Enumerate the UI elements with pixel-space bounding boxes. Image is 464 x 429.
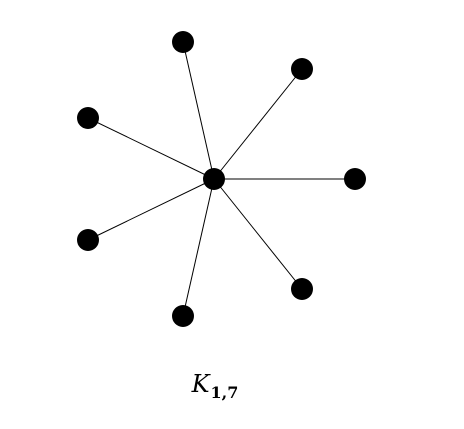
node-leaf-2 xyxy=(291,58,313,80)
edge-center-leaf-1 xyxy=(182,41,215,180)
graph-caption: K1,7 xyxy=(0,370,430,402)
edge-center-leaf-4 xyxy=(213,178,303,290)
node-leaf-7 xyxy=(77,107,99,129)
node-leaf-5 xyxy=(172,305,194,327)
node-leaf-4 xyxy=(291,278,313,300)
nodes-layer xyxy=(77,31,366,327)
node-leaf-3 xyxy=(344,168,366,190)
caption-main: K xyxy=(191,370,210,398)
edges-layer xyxy=(87,41,355,317)
node-leaf-1 xyxy=(172,31,194,53)
caption-subscript: 1,7 xyxy=(210,383,239,402)
node-center xyxy=(203,168,225,190)
edge-center-leaf-2 xyxy=(213,68,303,180)
edge-center-leaf-6 xyxy=(87,178,215,241)
node-leaf-6 xyxy=(77,229,99,251)
edge-center-leaf-7 xyxy=(87,117,215,180)
edge-center-leaf-5 xyxy=(182,178,215,317)
